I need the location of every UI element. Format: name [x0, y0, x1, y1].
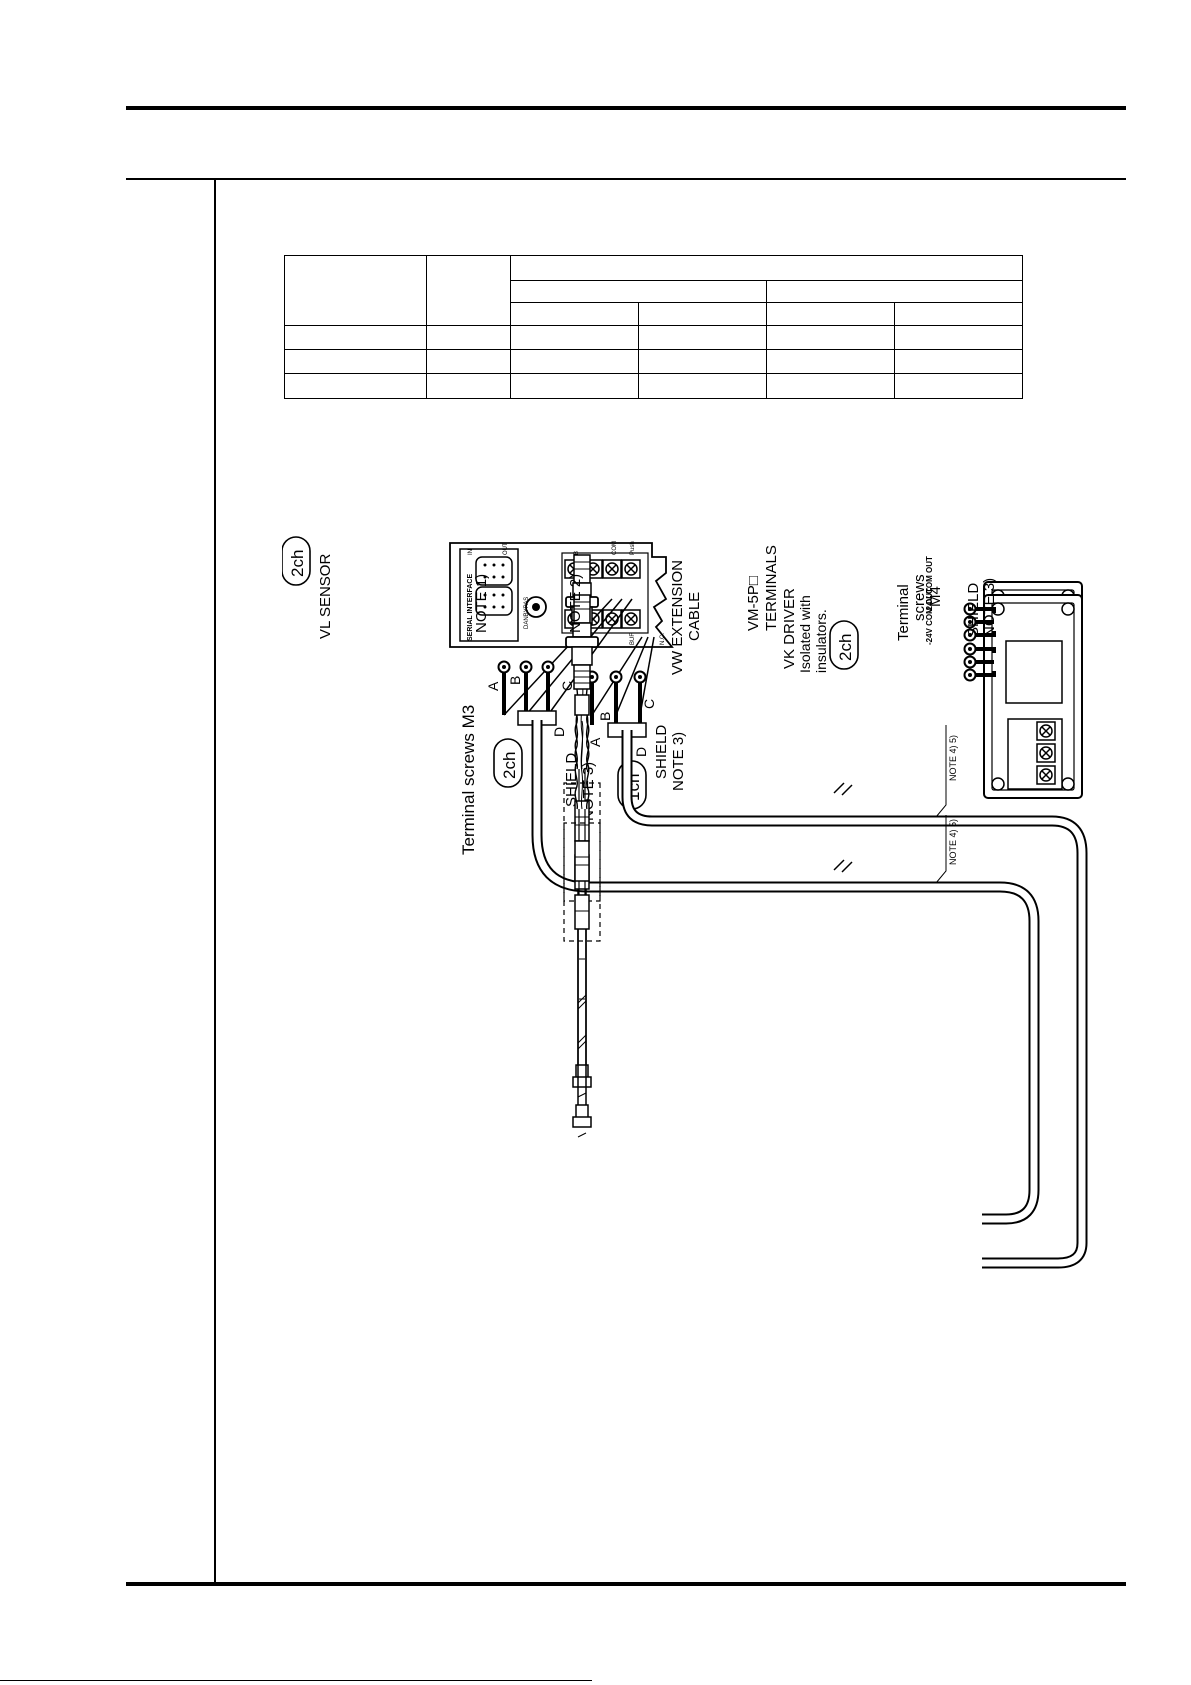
terminals-label-2: TERMINALS — [763, 545, 780, 631]
ch2-badge-label: 2ch — [500, 752, 519, 779]
driver-lugs-1ch — [963, 642, 996, 682]
terminal-screws-m3-label: Terminal screws M3 — [459, 705, 478, 855]
table-header-cell — [284, 255, 427, 326]
wire-c-label: C — [559, 681, 575, 691]
header-rule — [126, 178, 1126, 180]
wire-a-label: A — [587, 737, 603, 747]
push-label: Push — [630, 541, 636, 555]
wire-c-label: C — [641, 699, 657, 709]
ch2-badge — [282, 536, 311, 586]
spec-table — [284, 255, 1023, 399]
wire-d-label: D — [633, 747, 649, 757]
ch2-badge — [829, 620, 859, 670]
ch2-badge — [493, 738, 523, 788]
wire-b-label: B — [507, 676, 523, 685]
nc-label: N.C. — [660, 633, 666, 645]
driver-terminals-label-1ch: -24V COM OUT — [925, 588, 934, 645]
ch2-badge-label: 2ch — [288, 550, 307, 577]
vw-extension-label-2ch-1: VW EXTENSION — [669, 560, 686, 675]
left-margin-rule — [214, 179, 216, 1585]
serial-interface-label: SERIAL INTERFACE — [467, 574, 474, 641]
table-header-cell — [426, 255, 511, 326]
table-header-cell — [894, 302, 1023, 326]
wire-b-label: B — [597, 712, 613, 721]
driver-lugs-2ch — [963, 602, 996, 642]
table-header-cell — [766, 302, 895, 326]
bottom-rule — [126, 1582, 1126, 1586]
vk-driver-1ch — [984, 595, 1082, 798]
vl-sensor-label-2ch: VL SENSOR — [317, 554, 334, 639]
isolated-label-2ch-1: Isolated with — [797, 595, 813, 673]
table-row — [284, 349, 1023, 374]
ch2-badge-label: 2ch — [836, 634, 855, 661]
wire-a-label: A — [485, 681, 501, 691]
table-header-cell — [510, 280, 767, 303]
wiring-diagram: SERIAL INTERFACE IN OUT DANBYPAS B COM P… — [282, 536, 1088, 1269]
note45-label-2ch: NOTE 4) 5) — [948, 819, 958, 865]
top-rule — [126, 106, 1126, 110]
table-header-cell — [510, 255, 1023, 281]
danbypas-label: DANBYPAS — [524, 597, 530, 629]
vm5p-panel: SERIAL INTERFACE IN OUT DANBYPAS B COM P… — [449, 541, 780, 648]
table-header-cell — [766, 280, 1023, 303]
note1-label-2ch: NOTE 1) — [473, 574, 490, 633]
terminals-label-1: VM-5P□ — [745, 576, 762, 631]
note3-label-1ch: NOTE 3) — [670, 732, 687, 791]
table-row — [284, 325, 1023, 350]
wire-d-label: D — [551, 727, 567, 737]
out-label: OUT — [503, 542, 509, 555]
table-row — [284, 373, 1023, 399]
terminal-screws-label-2ch-3: M4 — [927, 586, 944, 607]
footer-mark — [0, 1680, 592, 1681]
cable-break-marks — [833, 782, 853, 873]
vk-driver-label-2ch: VK DRIVER — [781, 588, 798, 669]
vw-extension-label-2ch-2: CABLE — [686, 592, 703, 641]
cable-2ch — [531, 720, 1040, 1225]
b-label: B — [574, 551, 580, 555]
com-label: COM — [612, 541, 618, 555]
buf-label: BUF — [630, 633, 636, 645]
lugs-1ch — [585, 636, 655, 738]
shield-label-1ch: SHIELD — [653, 725, 670, 779]
note45-label-1ch: NOTE 4) 5) — [948, 735, 958, 781]
terminal-screws-label-2ch-1: Terminal — [895, 584, 912, 641]
table-header-cell — [638, 302, 767, 326]
in-label: IN — [468, 549, 474, 555]
note2-label-2ch: NOTE 2) — [567, 574, 584, 633]
driver-terminals-label-2ch: -24V COM OUT — [925, 556, 934, 613]
terminal-screws-label-2ch-2: screws — [911, 574, 928, 621]
note3-label-driver-2ch: NOTE 3) — [981, 578, 998, 637]
table-header-cell — [510, 302, 639, 326]
shield-label-driver-2ch: SHIELD — [965, 583, 982, 637]
cable-1ch — [621, 730, 1088, 1269]
serial-port-icon — [483, 563, 505, 609]
isolated-label-2ch-2: insulators. — [813, 609, 829, 673]
